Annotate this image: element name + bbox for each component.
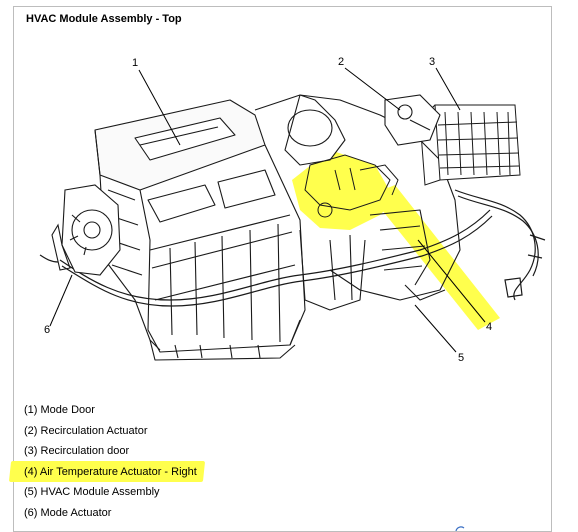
callout-5: 5 [458,352,465,364]
recirculation-grille [419,104,521,186]
legend-item: (6) Mode Actuator [24,506,112,519]
legend-item: (2) Recirculation Actuator [24,424,148,437]
callout-4: 4 [486,321,493,333]
legend-item: (1) Mode Door [24,404,95,416]
callout-6: 6 [44,324,51,336]
legend-item-highlighted: (4) Air Temperature Actuator - Right [8,460,206,486]
callout-1: 1 [132,57,139,69]
parts-legend: (1) Mode Door (2) Recirculation Actuator… [8,403,206,527]
legend-item: (3) Recirculation door [24,445,130,458]
partial-circle-icon [455,526,465,531]
callout-3: 3 [429,56,436,68]
callout-2: 2 [338,56,345,68]
legend-item: (5) HVAC Module Assembly [24,486,160,499]
diagram-title: HVAC Module Assembly - Top [26,13,182,25]
